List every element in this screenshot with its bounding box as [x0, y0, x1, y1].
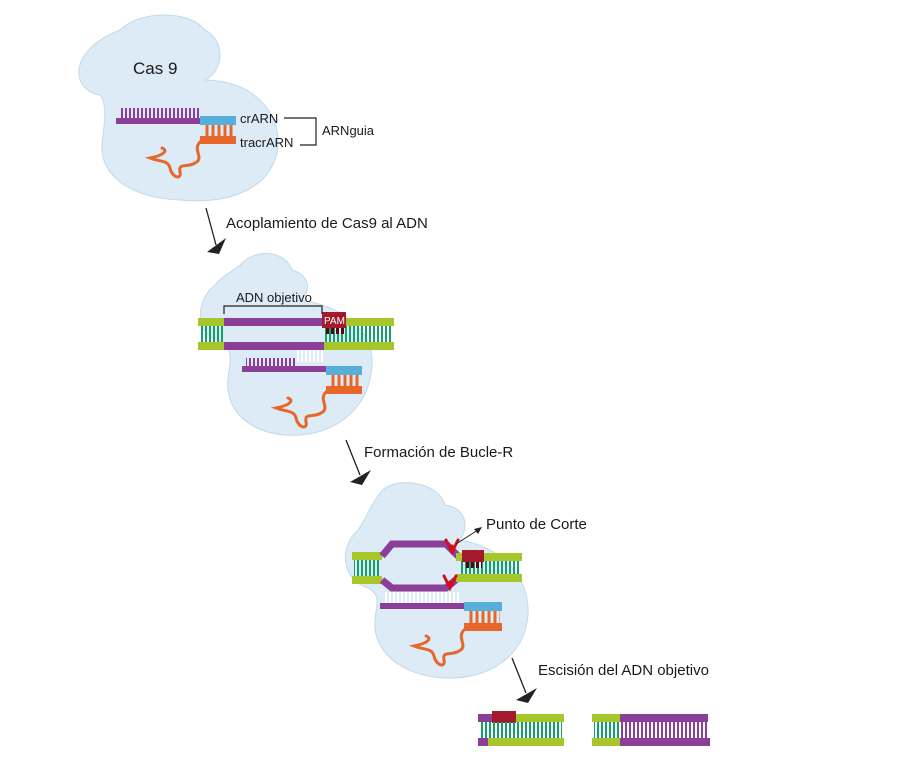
crarn-label: crARN — [240, 111, 278, 126]
arrow-step-1 — [205, 207, 226, 254]
adn-objetivo-bracket — [223, 305, 323, 314]
crrna-teeth — [120, 108, 200, 119]
arrow-step-2 — [345, 439, 371, 485]
tracrarn-bar — [200, 136, 236, 144]
cut-marker-bottom-icon — [442, 574, 458, 592]
stage-1-cas9: Cas 9 crARN tracrARN ARNguia — [78, 14, 375, 202]
fragment-2-purple-fill — [620, 722, 708, 738]
fragment-1-top-green — [516, 714, 564, 722]
rloop-top-right-green — [456, 553, 522, 561]
stage-2-binding: PAM ADN objetivo — [198, 253, 394, 436]
step-2-label: Formación de Bucle-R — [364, 444, 513, 461]
pam-label: PAM — [324, 316, 345, 327]
stage-3-rloop: Punto de Corte — [344, 482, 587, 679]
dna-top-right-green — [344, 318, 394, 326]
guide-blue-crarn — [326, 366, 362, 375]
punto-de-corte-label: Punto de Corte — [486, 516, 587, 533]
rloop-white-teeth — [384, 592, 460, 604]
tracrarn-teeth — [205, 125, 235, 137]
dna-bottom-right-green — [324, 342, 394, 350]
tracrarn-loop-2 — [270, 390, 328, 429]
dna-top-left-green — [198, 318, 224, 326]
dna-top-purple — [224, 318, 324, 326]
rloop-bottom-left-green — [352, 576, 382, 584]
rloop-purple-backbone — [380, 603, 466, 609]
cas9-body-1 — [78, 14, 279, 202]
fragment-2-bottom-green — [592, 738, 620, 746]
rloop-pam-box — [462, 550, 484, 562]
rloop-bottom-right-green — [456, 574, 522, 582]
crrna-purple-backbone — [116, 118, 202, 124]
fragment-2-bottom-purple — [620, 738, 710, 746]
fragment-1-pam — [492, 711, 516, 723]
arnguia-bracket — [284, 117, 317, 146]
cas9-title: Cas 9 — [133, 59, 177, 78]
guide-purple-backbone — [242, 366, 326, 372]
tracrarn-loop-3 — [408, 628, 466, 667]
rloop-blue-crarn — [464, 602, 502, 611]
rloop-orange-tracrarn — [464, 623, 502, 631]
rloop-left-basepairs — [354, 560, 380, 576]
adn-objetivo-label: ADN objetivo — [236, 290, 312, 305]
dna-left-basepairs — [200, 326, 224, 342]
dna-bottom-purple — [224, 342, 324, 350]
fragment-1-bottom-purple — [478, 738, 488, 746]
fragment-2-top-purple — [620, 714, 708, 722]
fragment-1-basepairs — [480, 722, 562, 738]
guide-white-teeth — [296, 350, 324, 362]
guide-purple-teeth — [246, 358, 296, 368]
crarn-bar — [200, 116, 236, 125]
pam-box — [322, 312, 346, 328]
arrow-step-3 — [511, 657, 537, 703]
cut-pointer-line — [455, 529, 479, 545]
tracrarn-loop — [144, 140, 202, 179]
tracrarn-label: tracrARN — [240, 135, 293, 150]
guide-orange-teeth — [330, 375, 360, 387]
fragment-2-top-green — [592, 714, 620, 722]
rloop-top-left-green — [352, 552, 382, 560]
step-3-label: Escisión del ADN objetivo — [538, 662, 709, 679]
cut-pointer-arrowhead — [474, 527, 482, 534]
guide-orange-tracrarn — [326, 386, 362, 394]
rloop-orange-teeth — [468, 611, 500, 624]
step-1-label: Acoplamiento de Cas9 al ADN — [226, 215, 428, 232]
pam-teeth — [324, 328, 344, 334]
rloop-pam-teeth — [464, 562, 482, 568]
fragment-2-left-basepairs — [594, 722, 620, 738]
fragment-1-bottom-green — [488, 738, 564, 746]
arnguia-label: ARNguia — [322, 123, 375, 138]
stage-4-cleaved — [478, 711, 710, 746]
dna-bottom-left-green — [198, 342, 224, 350]
